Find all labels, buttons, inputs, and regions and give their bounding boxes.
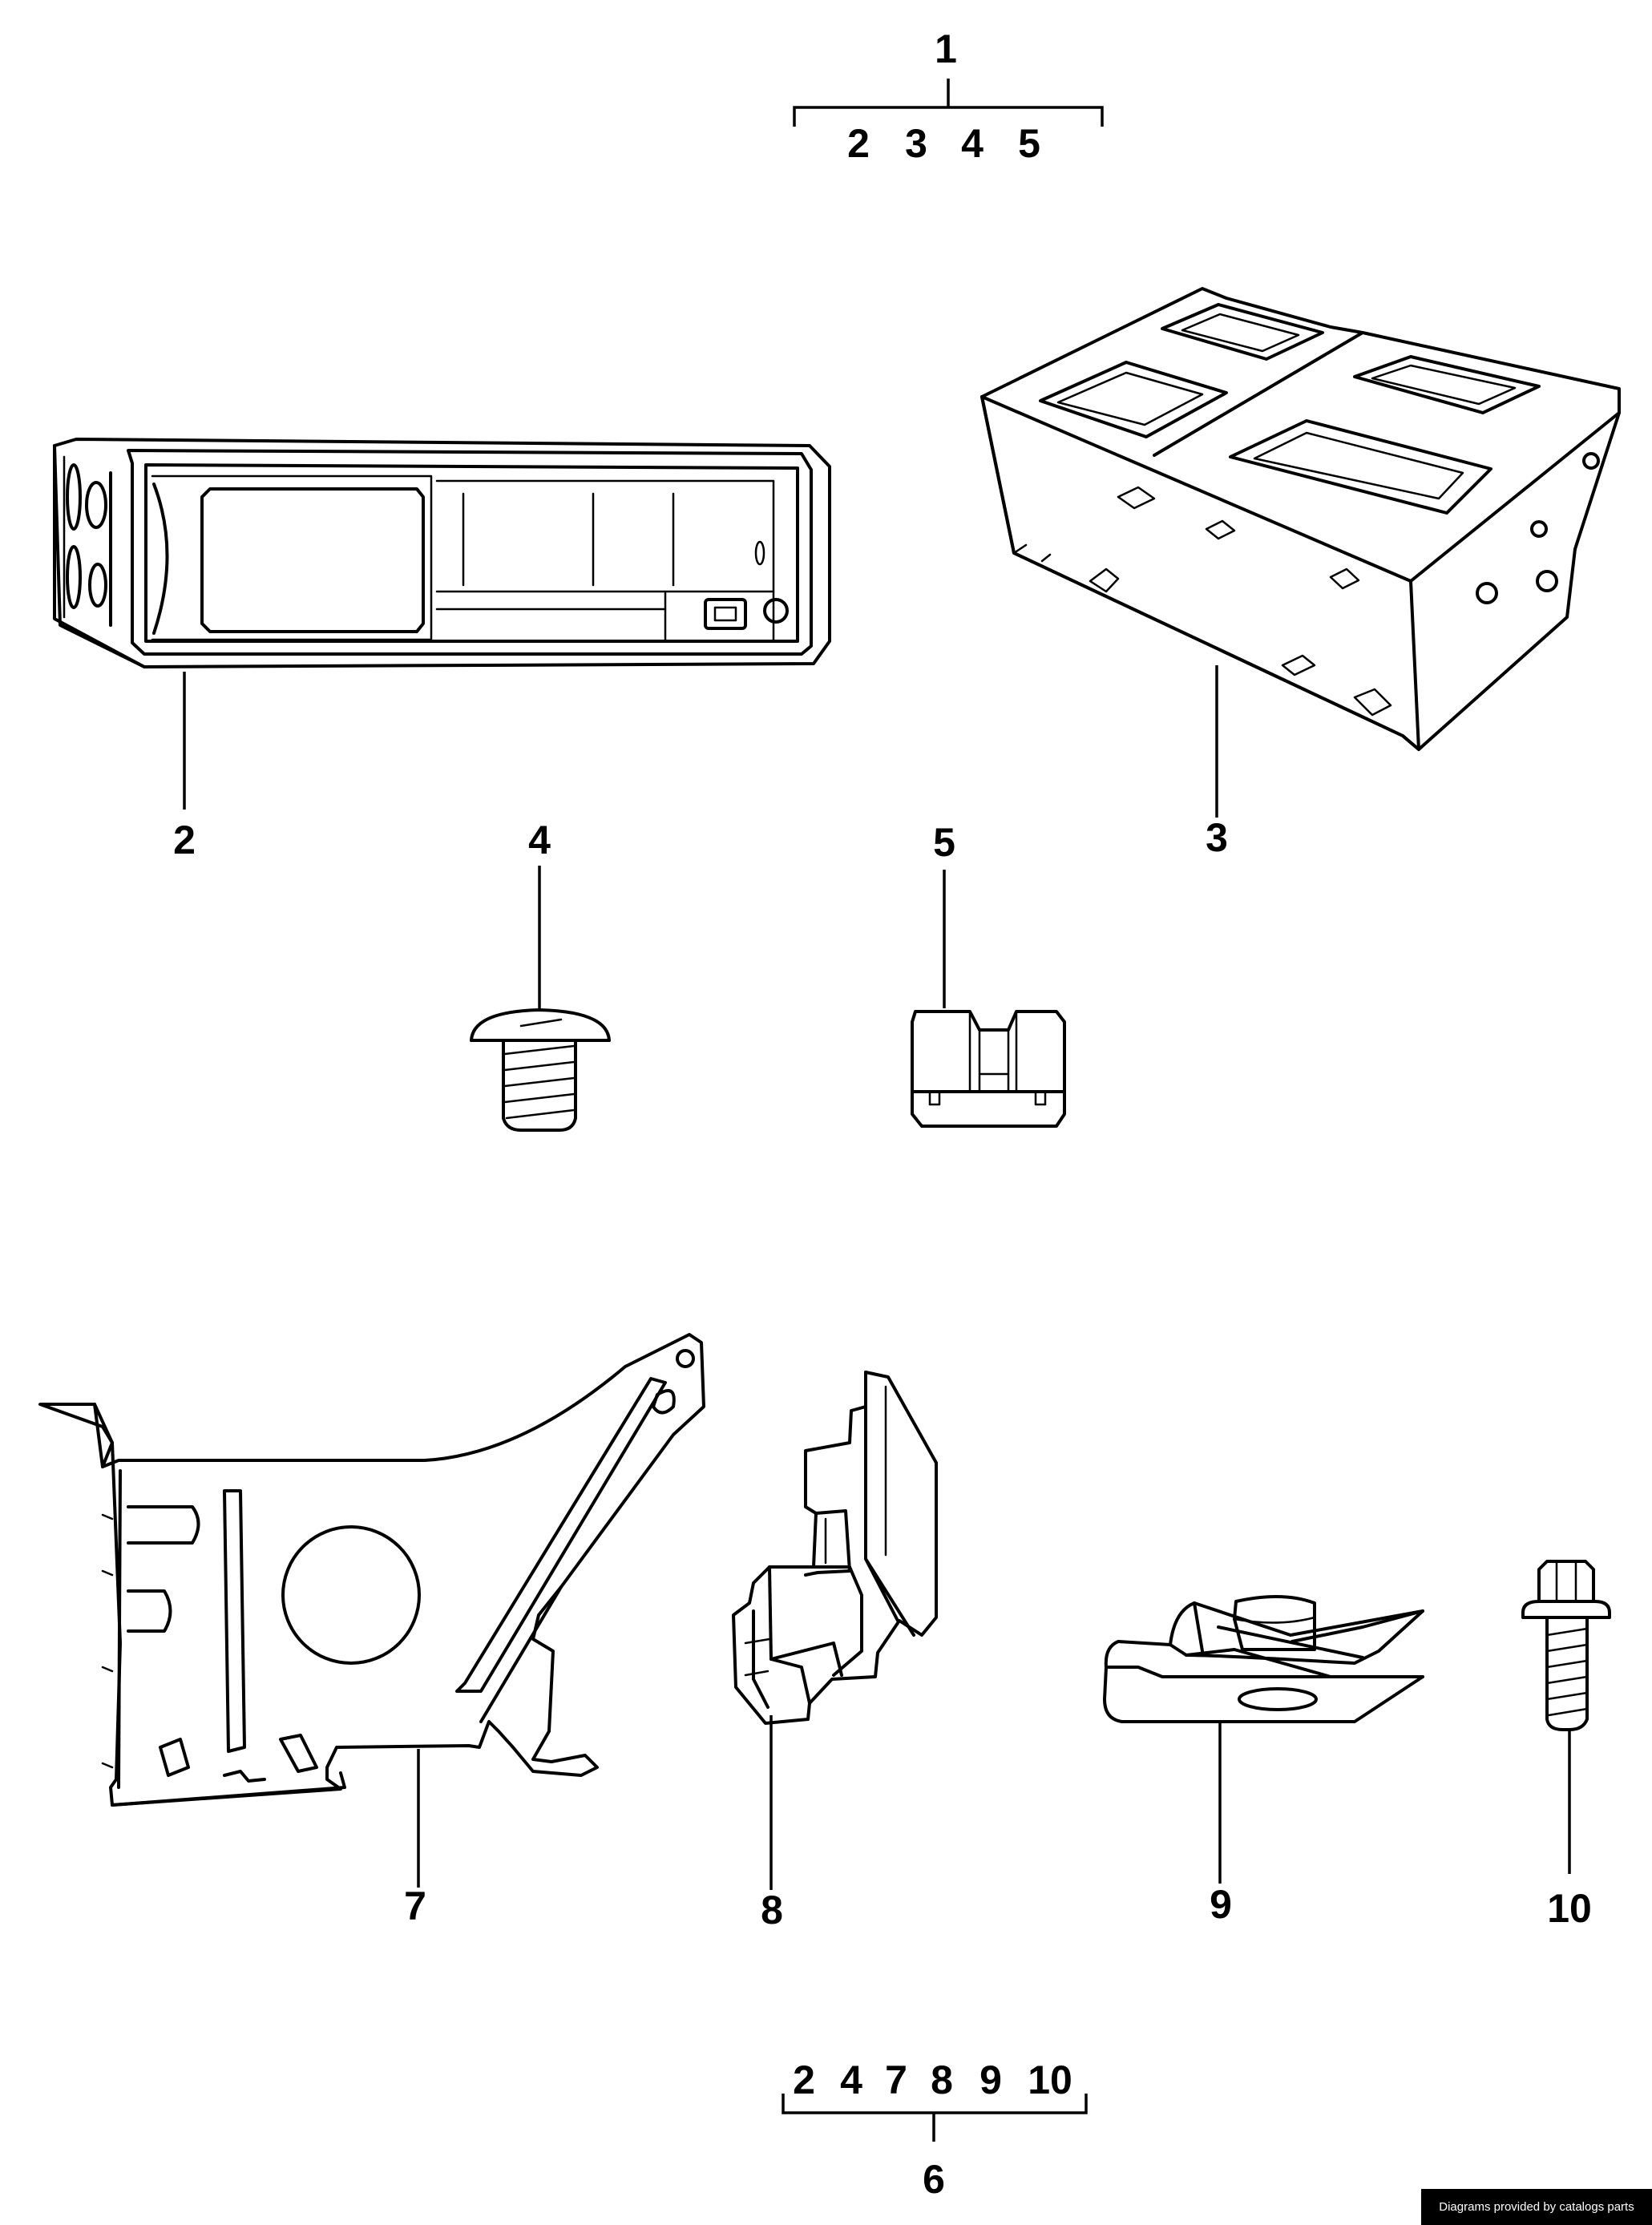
callout-part-2: 2 bbox=[173, 818, 196, 862]
assembly-6-member-8: 8 bbox=[931, 2057, 953, 2102]
assembly-6-member-4: 4 bbox=[840, 2057, 862, 2102]
callout-part-4: 4 bbox=[528, 818, 551, 862]
callout-part-8: 8 bbox=[761, 1888, 783, 1932]
part-8-holder: 8 bbox=[732, 1371, 938, 1932]
assembly-6-member-2: 2 bbox=[793, 2057, 815, 2102]
part-4-screw: 4 bbox=[470, 818, 611, 1132]
callout-part-3: 3 bbox=[1206, 815, 1228, 860]
assembly-6-member-7: 7 bbox=[885, 2057, 907, 2102]
assembly-6-member-9: 9 bbox=[979, 2057, 1002, 2102]
part-5-clip: 5 bbox=[911, 820, 1066, 1128]
callout-assembly-1: 1 bbox=[935, 26, 957, 71]
assembly-1-member-3: 3 bbox=[905, 121, 927, 166]
callout-part-10: 10 bbox=[1547, 1886, 1592, 1931]
part-10-flange-bolt: 10 bbox=[1521, 1560, 1611, 1931]
part-9-spring-nut: 9 bbox=[1103, 1594, 1424, 1927]
assembly-1-member-2: 2 bbox=[847, 121, 870, 166]
assembly-6-member-10: 10 bbox=[1028, 2057, 1072, 2102]
part-2-cd-changer: 2 bbox=[53, 438, 831, 862]
callout-part-7: 7 bbox=[404, 1884, 426, 1928]
callout-part-9: 9 bbox=[1210, 1882, 1232, 1927]
part-3-mounting-cage: 3 bbox=[980, 287, 1621, 860]
part-7-bracket: 7 bbox=[38, 1333, 705, 1928]
assembly-group-top: 1 2 3 4 5 bbox=[793, 26, 1104, 166]
assembly-1-member-4: 4 bbox=[961, 121, 984, 166]
callout-assembly-6: 6 bbox=[923, 2157, 945, 2202]
callout-part-5: 5 bbox=[933, 820, 955, 865]
assembly-group-bottom: 2 4 7 8 9 10 6 bbox=[782, 2057, 1088, 2202]
credit-badge: Diagrams provided by catalogs parts bbox=[1421, 2189, 1652, 2225]
assembly-1-member-5: 5 bbox=[1018, 121, 1040, 166]
